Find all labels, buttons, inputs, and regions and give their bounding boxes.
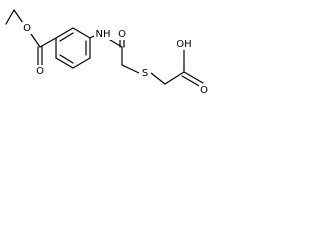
bond-ring-inner-3 xyxy=(59,54,74,64)
chemical-structure-diagram: O O NH O S OH O xyxy=(5,9,209,96)
bond-acid-c-o-2 xyxy=(181,75,202,88)
atom-labels: O O NH O S OH O xyxy=(22,22,209,96)
bond-s-ch2 xyxy=(150,72,166,85)
bond-ester-c-ring xyxy=(39,37,57,48)
bond-acid-c-o-1 xyxy=(183,71,204,84)
atom-amide-o: O xyxy=(118,29,126,40)
bond-ring-2 xyxy=(72,27,91,39)
bond-ring-4 xyxy=(72,57,91,69)
atom-ester-o-carbonyl: O xyxy=(36,66,44,77)
bond-ring-5 xyxy=(55,57,74,69)
atom-bg-acid-oh xyxy=(174,38,194,50)
atom-amide-nh: NH xyxy=(96,29,111,40)
atom-acid-oh: OH xyxy=(176,39,191,50)
bond-ethyl-ch2-o xyxy=(13,9,24,24)
bond-group xyxy=(5,9,204,88)
bond-ether-o-carbonyl-c xyxy=(30,33,41,48)
bond-ch2-s xyxy=(121,64,140,74)
bond-ring-1 xyxy=(55,27,74,39)
atom-acid-o: O xyxy=(200,85,208,96)
atom-bg-acid-o xyxy=(199,84,209,96)
atom-bg-ester-o-ether xyxy=(22,22,32,34)
bond-ring-inner-1 xyxy=(59,32,74,42)
atom-bg-thioether-s xyxy=(139,67,151,79)
bond-ch2-ch2 xyxy=(164,71,185,85)
atom-bg-ester-o-carbonyl xyxy=(35,65,45,77)
atom-ester-o-ether: O xyxy=(23,23,31,34)
atom-bg-amide-o xyxy=(117,28,127,40)
atom-thioether-s: S xyxy=(142,68,148,79)
bond-ethyl-ch3-ch2 xyxy=(5,9,15,25)
atom-bg-amide-nh xyxy=(94,28,112,40)
